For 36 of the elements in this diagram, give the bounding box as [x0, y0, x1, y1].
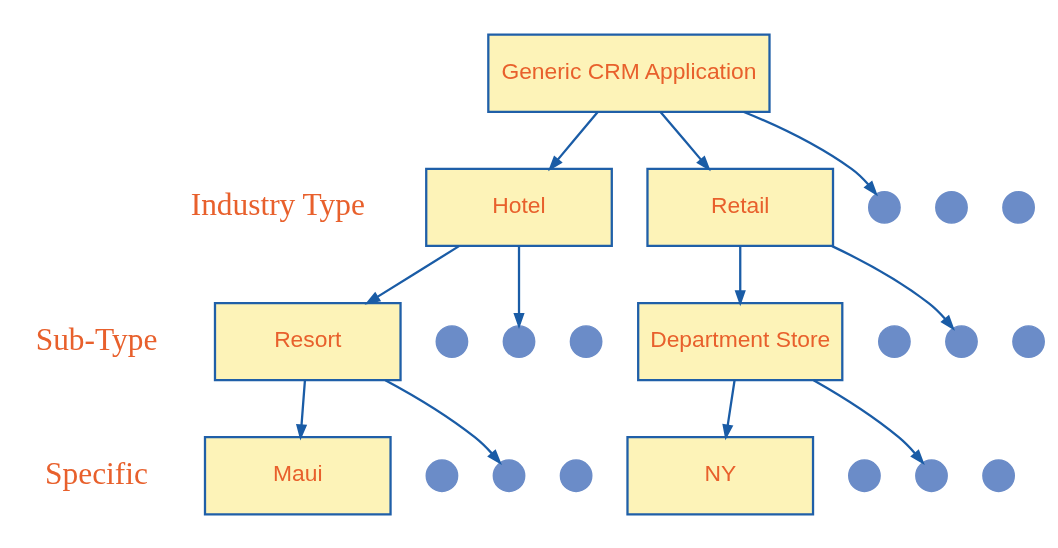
node-box: Maui [203, 435, 392, 515]
node-circle [868, 190, 901, 224]
node-box: Resort [213, 301, 402, 381]
node-box: NY [626, 435, 815, 515]
node-circle [569, 324, 603, 358]
node-circle [502, 324, 536, 358]
node-circle [848, 458, 881, 492]
node-circle [425, 458, 459, 492]
arrow [831, 244, 955, 331]
node-circle [982, 458, 1015, 492]
node-box: Hotel [425, 167, 613, 247]
arrow [364, 244, 460, 305]
node-circle [1002, 190, 1035, 224]
node-circle [915, 458, 948, 492]
node-circle [559, 458, 593, 492]
arrow [548, 110, 599, 171]
node-circle [435, 324, 469, 358]
arrow [813, 378, 925, 465]
arrow [384, 378, 502, 465]
node-box: Retail [646, 167, 835, 247]
arrow [734, 245, 746, 306]
arrow [296, 379, 308, 440]
node-circle [1012, 324, 1045, 358]
label: Specific [45, 455, 148, 491]
arrow [513, 245, 525, 329]
arrow [722, 379, 736, 440]
arrow [743, 110, 878, 196]
label: Sub-Type [35, 321, 158, 357]
node-circle [877, 324, 911, 358]
arrow [659, 110, 711, 171]
node-circle [935, 190, 968, 224]
node-box: Department Store [637, 301, 844, 381]
node-circle [492, 458, 526, 492]
node-circle [945, 324, 978, 358]
node-box: Generic CRM Application [487, 33, 771, 113]
label: Industry Type [190, 186, 365, 222]
